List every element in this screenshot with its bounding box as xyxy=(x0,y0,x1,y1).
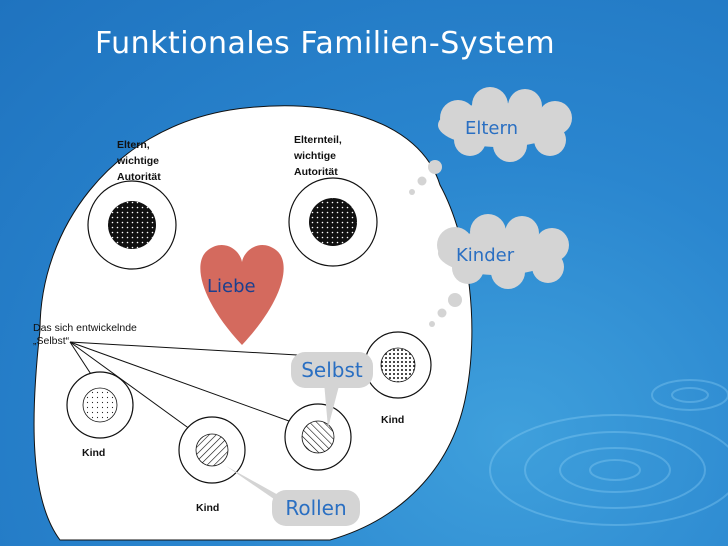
child-circle-3 xyxy=(284,403,352,471)
thought-bubble-eltern-text: Eltern xyxy=(465,118,518,139)
ripple-decoration xyxy=(489,379,728,526)
selbst-callout: Selbst xyxy=(291,352,373,388)
parent-left-label-line-2: wichtige xyxy=(117,155,160,167)
parent-right-label-line-1: Elternteil, xyxy=(294,134,342,146)
child-circle-4 xyxy=(364,331,432,399)
developing-self-label-line-1: Das sich entwickelnde xyxy=(33,322,137,334)
rollen-callout: Rollen xyxy=(272,490,360,526)
parent-right-label: Elternteil, wichtige Autorität xyxy=(294,132,342,180)
developing-self-label-line-2: „Selbst“ xyxy=(33,335,70,347)
parent-left-label: Eltern, wichtige Autorität xyxy=(117,137,161,185)
thought-bubble-eltern xyxy=(409,87,572,195)
child-label-4: Kind xyxy=(381,414,405,426)
thought-bubble-kinder xyxy=(429,214,569,327)
slide-title: Funktionales Familien-System xyxy=(95,26,556,61)
parent-left-circle xyxy=(87,180,177,270)
parent-right-label-line-2: wichtige xyxy=(294,150,337,162)
parent-left-label-line-3: Autorität xyxy=(117,171,161,183)
thought-bubble-kinder-text: Kinder xyxy=(456,245,515,266)
child-label-2: Kind xyxy=(196,502,220,514)
parent-left-label-line-1: Eltern, xyxy=(117,139,150,151)
heart-label: Liebe xyxy=(207,276,256,297)
child-circle-2 xyxy=(178,416,246,484)
selbst-callout-pointer xyxy=(324,382,340,428)
child-circle-1 xyxy=(66,371,134,439)
parent-right-label-line-3: Autorität xyxy=(294,166,338,178)
parent-right-circle xyxy=(288,177,378,267)
developing-self-label: Das sich entwickelnde „Selbst“ xyxy=(33,322,137,348)
child-label-1: Kind xyxy=(82,447,106,459)
love-heart xyxy=(200,245,284,345)
